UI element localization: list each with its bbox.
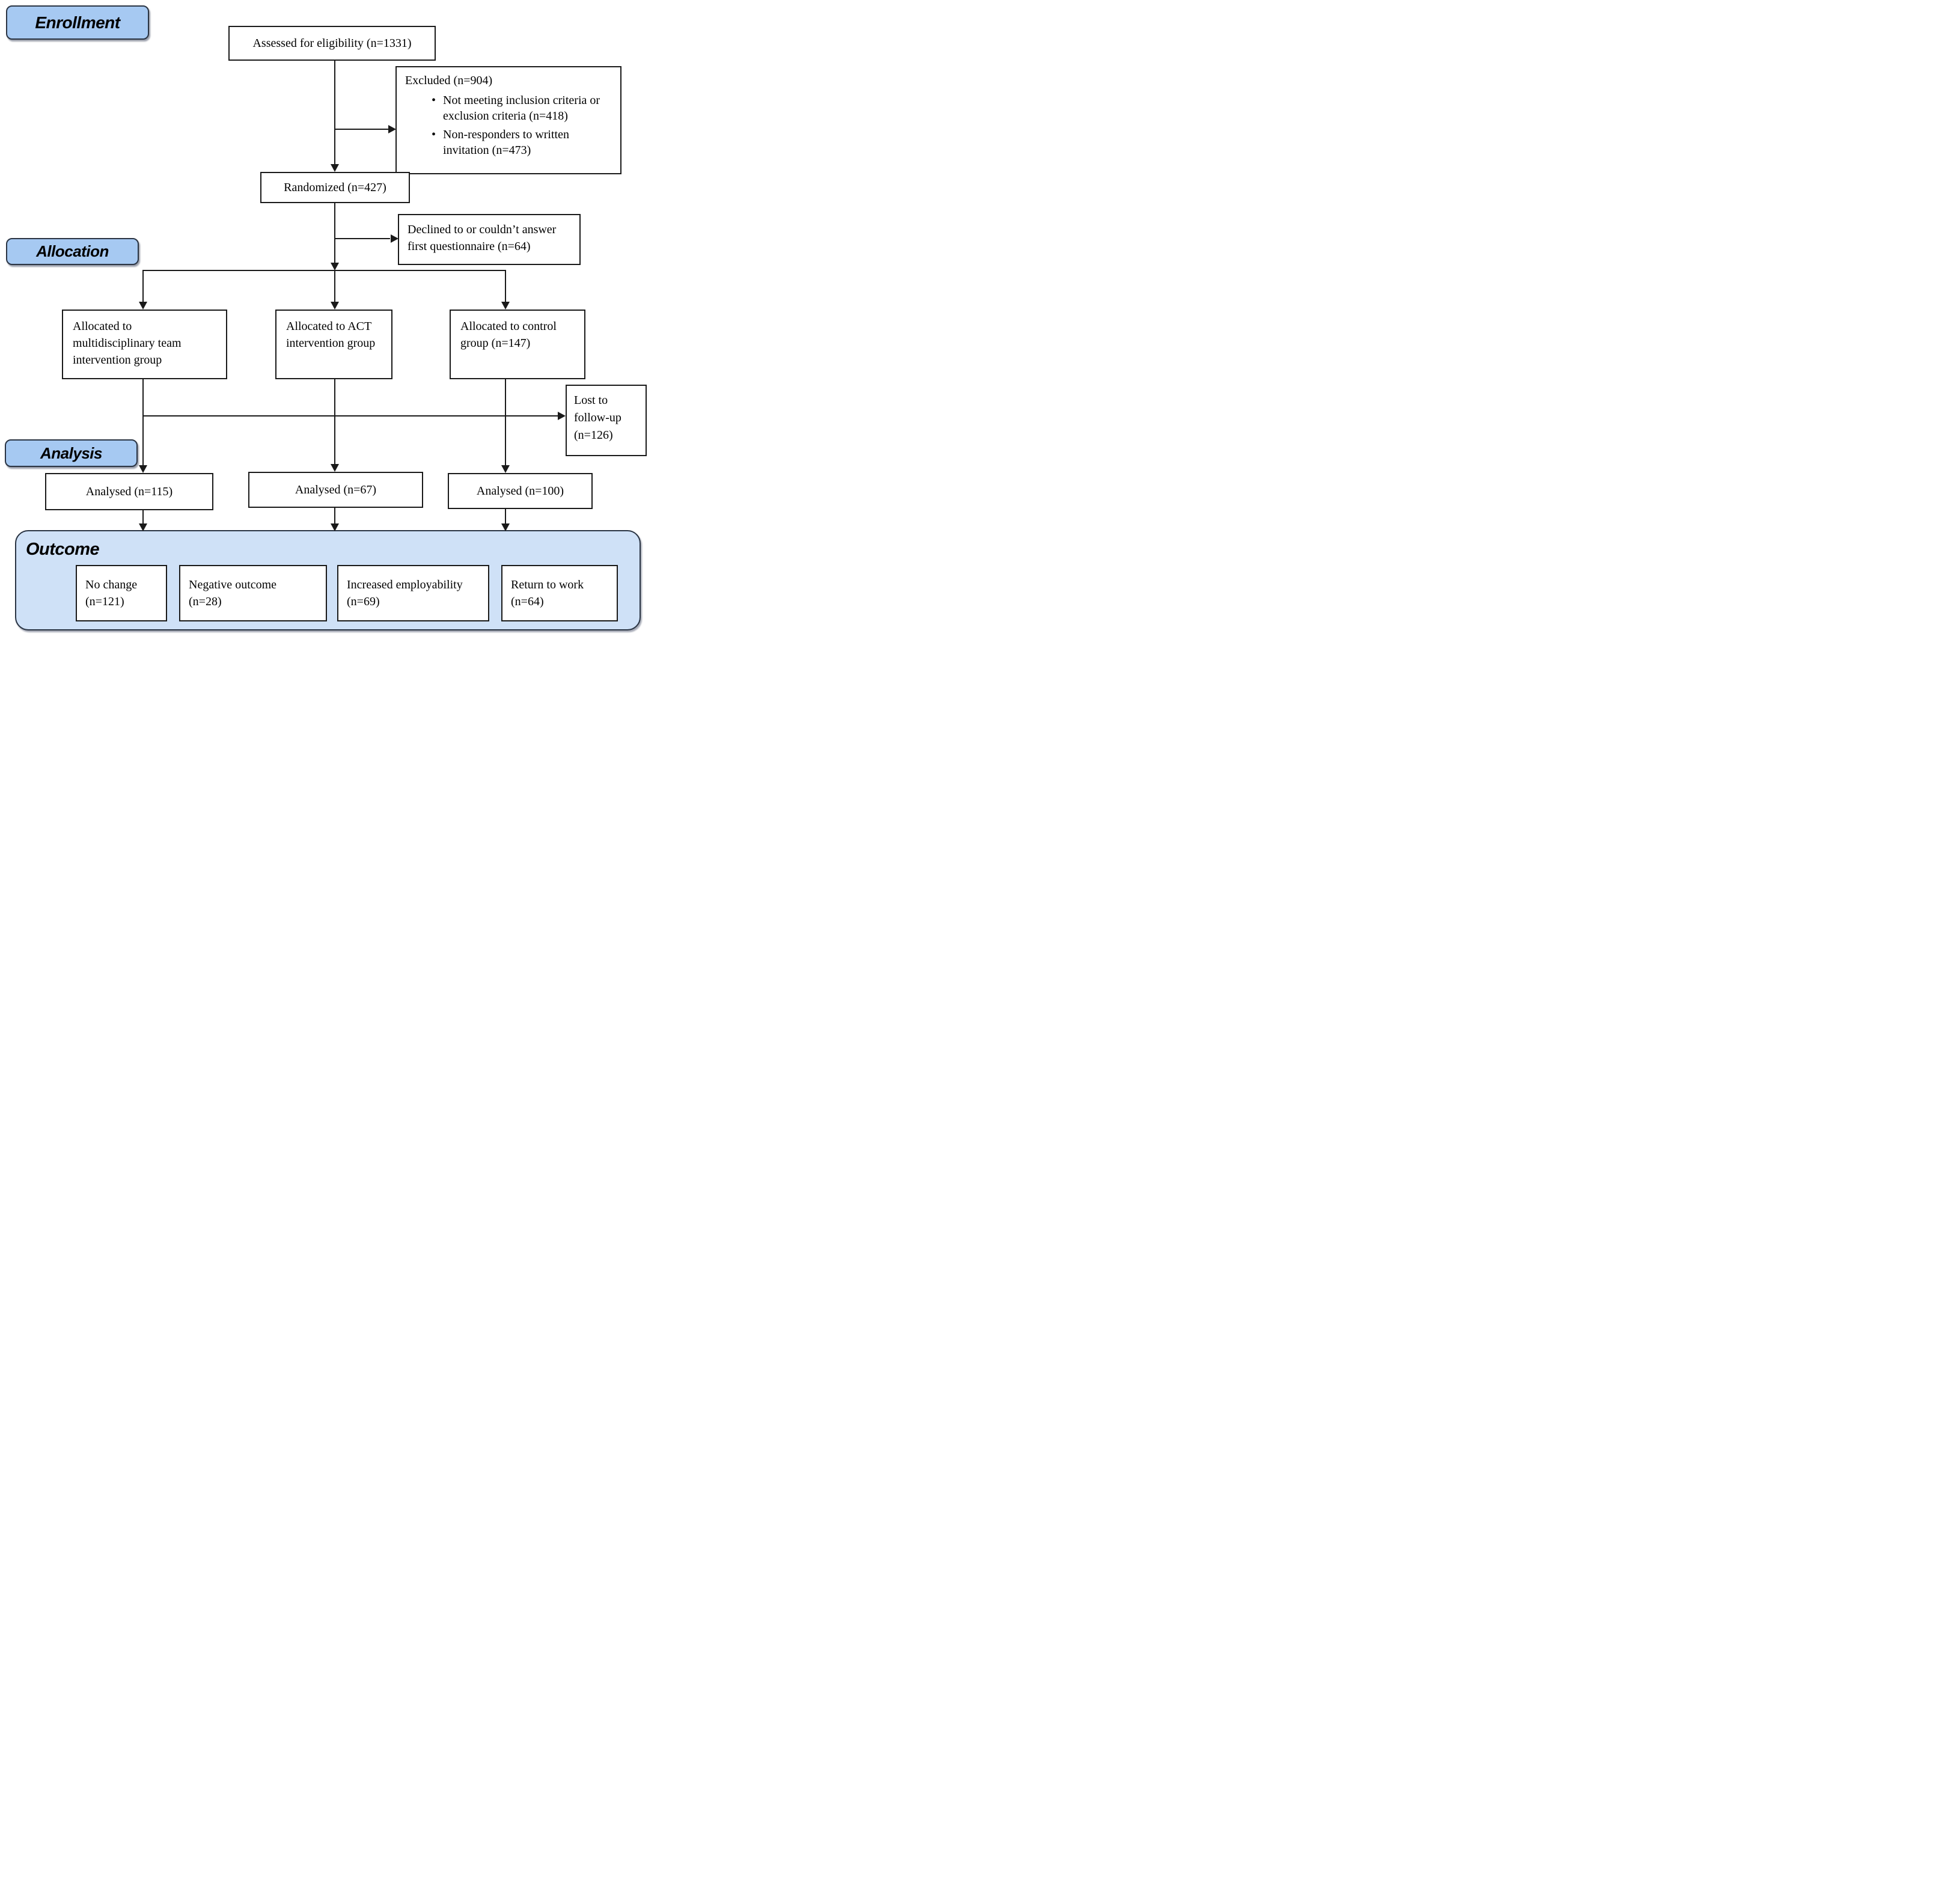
arrowhead-into-allocated-act: [331, 302, 339, 310]
box-analysed-control: Analysed (n=100): [448, 473, 593, 509]
stage-label-analysis: Analysis: [5, 439, 138, 467]
connector-to-declined: [335, 238, 390, 239]
box-allocated-act: Allocated to ACT intervention group: [275, 310, 392, 379]
box-lost-to-followup: Lost to follow-up (n=126): [566, 385, 647, 456]
drop-to-allocated-multidisciplinary: [142, 270, 144, 303]
outcome-increased-employability-label: Increased employability: [347, 578, 463, 591]
box-analysed-multidisciplinary: Analysed (n=115): [45, 473, 213, 510]
box-outcome-negative: Negative outcome (n=28): [179, 565, 327, 621]
arrowhead-into-outcome-3: [501, 523, 510, 531]
randomized-text: Randomized (n=427): [284, 181, 386, 194]
analysed-act-text: Analysed (n=67): [295, 483, 377, 496]
analysed-control-text: Analysed (n=100): [476, 484, 564, 498]
arrowhead-into-analysed-act: [331, 464, 339, 472]
arrowhead-at-split: [331, 263, 339, 270]
drop-to-allocated-control: [505, 270, 506, 303]
arrowhead-into-lost-to-followup: [558, 412, 566, 420]
box-excluded: Excluded (n=904) • Not meeting inclusion…: [395, 66, 621, 174]
outcome-increased-employability-n: (n=69): [347, 595, 380, 608]
box-analysed-act: Analysed (n=67): [248, 472, 423, 508]
excluded-bullet-2-text: Non-responders to written invitation (n=…: [443, 127, 569, 157]
connector-multidisciplinary-analysed: [142, 379, 144, 466]
split-line-allocation: [142, 270, 506, 271]
lost-to-followup-text: Lost to follow-up (n=126): [574, 394, 621, 442]
excluded-bullet-2: • Non-responders to written invitation (…: [432, 127, 620, 159]
excluded-bullet-1: • Not meeting inclusion criteria or excl…: [432, 93, 620, 124]
box-assessed-for-eligibility: Assessed for eligibility (n=1331): [228, 26, 436, 61]
arrowhead-into-outcome-2: [331, 523, 339, 531]
box-randomized: Randomized (n=427): [260, 172, 410, 203]
box-outcome-return-to-work: Return to work (n=64): [501, 565, 618, 621]
analysed-multidisciplinary-text: Analysed (n=115): [85, 485, 173, 498]
outcome-no-change-label: No change: [85, 578, 138, 591]
outcome-no-change-n: (n=121): [85, 595, 124, 608]
outcome-return-to-work-label: Return to work: [511, 578, 584, 591]
outcome-negative-label: Negative outcome: [189, 578, 277, 591]
excluded-bullet-1-text: Not meeting inclusion criteria or exclus…: [443, 94, 600, 123]
stage-label-enrollment: Enrollment: [6, 5, 149, 40]
connector-act-analysed: [334, 379, 335, 465]
arrowhead-into-randomized: [331, 164, 339, 172]
arrowhead-into-outcome-1: [139, 523, 147, 531]
arrowhead-into-declined: [391, 234, 398, 243]
arrowhead-into-allocated-control: [501, 302, 510, 310]
box-declined-questionnaire: Declined to or couldn’t answer first que…: [398, 214, 581, 265]
connector-control-analysed: [505, 379, 506, 466]
connector-randomized-split: [334, 203, 335, 263]
box-allocated-control: Allocated to control group (n=147): [450, 310, 585, 379]
box-outcome-increased-employability: Increased employability (n=69): [337, 565, 489, 621]
box-allocated-multidisciplinary: Allocated to multidisciplinary team inte…: [62, 310, 227, 379]
consort-flow-diagram: Enrollment Allocation Analysis Assessed …: [0, 0, 652, 635]
declined-text: Declined to or couldn’t answer first que…: [408, 223, 557, 253]
arrowhead-into-analysed-multidisciplinary: [139, 465, 147, 473]
outcome-negative-n: (n=28): [189, 595, 222, 608]
connector-analysed1-outcome: [142, 510, 144, 525]
arrowhead-into-analysed-control: [501, 465, 510, 473]
connector-to-excluded: [335, 129, 389, 130]
bullet-icon: •: [432, 94, 436, 107]
bullet-icon: •: [432, 127, 436, 141]
outcome-return-to-work-n: (n=64): [511, 595, 544, 608]
connector-analysed2-outcome: [334, 508, 335, 525]
connector-lost-to-followup: [143, 415, 558, 416]
allocated-act-text: Allocated to ACT intervention group: [286, 320, 376, 350]
arrowhead-into-allocated-multidisciplinary: [139, 302, 147, 310]
drop-to-allocated-act: [334, 270, 335, 303]
allocated-multidisciplinary-text: Allocated to multidisciplinary team inte…: [73, 320, 182, 367]
assessed-text: Assessed for eligibility (n=1331): [252, 37, 412, 50]
box-outcome-no-change: No change (n=121): [76, 565, 167, 621]
connector-analysed3-outcome: [505, 509, 506, 525]
excluded-title: Excluded (n=904): [405, 74, 493, 87]
allocated-control-text: Allocated to control group (n=147): [460, 320, 557, 350]
arrowhead-into-excluded: [388, 125, 396, 133]
stage-label-outcome: Outcome: [26, 540, 100, 559]
stage-label-allocation: Allocation: [6, 238, 139, 265]
connector-assessed-randomized: [334, 61, 335, 165]
